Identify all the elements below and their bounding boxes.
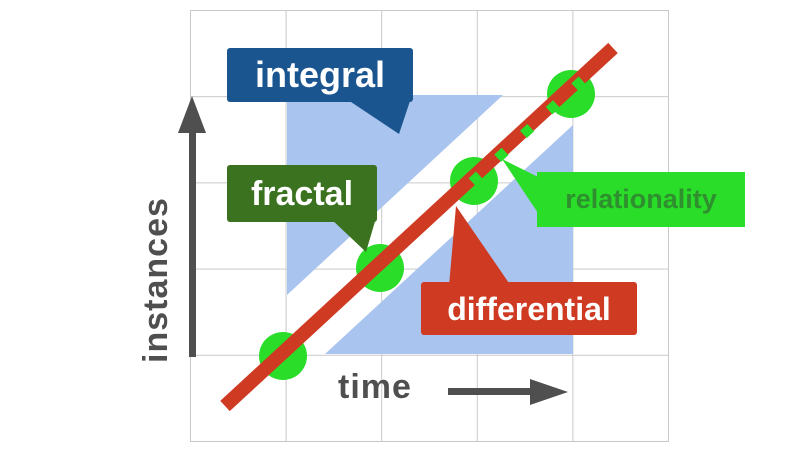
y-axis-label: instances bbox=[136, 197, 175, 363]
y-axis-arrow-shaft bbox=[189, 130, 196, 357]
fractal-callout-tail bbox=[330, 218, 376, 252]
differential-callout-tail bbox=[449, 206, 511, 286]
x-axis-arrow-shaft bbox=[448, 388, 530, 395]
blue-upper-left-triangle bbox=[287, 95, 503, 295]
y-axis-arrowhead-icon bbox=[178, 96, 206, 133]
relationality-callout-tail bbox=[502, 159, 538, 213]
relationality-callout-label: relationality bbox=[565, 184, 717, 214]
relationality-callout: relationality bbox=[537, 172, 745, 227]
x-axis-label: time bbox=[338, 367, 412, 406]
differential-callout-label: differential bbox=[447, 290, 611, 327]
x-axis-arrowhead-icon bbox=[530, 379, 568, 405]
differential-callout: differential bbox=[421, 282, 637, 335]
fractal-callout: fractal bbox=[227, 165, 377, 222]
integral-callout: integral bbox=[227, 48, 413, 102]
fractal-callout-label: fractal bbox=[250, 174, 354, 213]
integral-callout-label: integral bbox=[254, 54, 386, 95]
integral-callout-tail bbox=[345, 98, 411, 134]
